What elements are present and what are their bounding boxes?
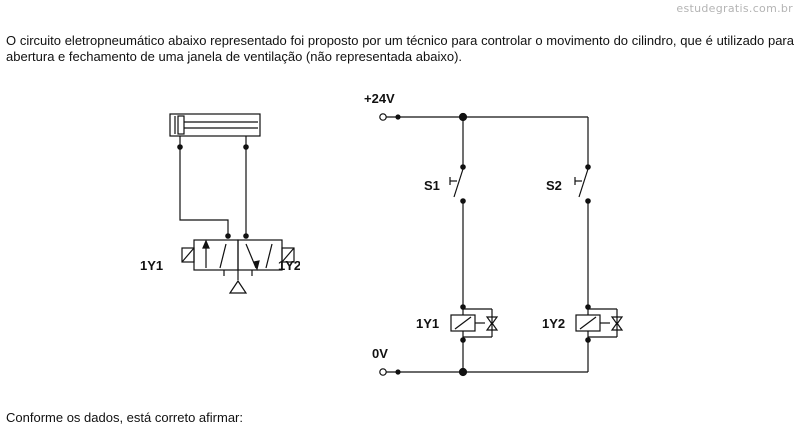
- cylinder-piston: [177, 115, 185, 135]
- label-0v: 0V: [372, 346, 388, 361]
- site-watermark: estudegratis.com.br: [676, 2, 793, 15]
- terminal-24v: [379, 113, 387, 121]
- label-24v: +24V: [364, 91, 395, 106]
- valve-solenoid-right: [281, 247, 295, 263]
- prompt-text: Conforme os dados, está correto afirmar:: [6, 410, 243, 425]
- valve-position-a: [193, 239, 239, 271]
- pneumatic-diagram: 1Y1 1Y2: [140, 113, 300, 294]
- pneumatic-label-1y2: 1Y2: [278, 258, 300, 273]
- label-coil-1y2: 1Y2: [542, 316, 565, 331]
- label-s2: S2: [546, 178, 562, 193]
- pressure-source: [228, 279, 248, 294]
- cylinder-body: [169, 113, 261, 137]
- electric-diagram: +24V 0V S1 S2 1Y1 1Y2: [364, 91, 624, 377]
- valve-position-b: [237, 239, 283, 271]
- valve-solenoid-left: [181, 247, 195, 263]
- terminal-0v: [379, 368, 387, 376]
- switch-s2-contact: [578, 168, 589, 198]
- pneumatic-label-1y1: 1Y1: [140, 258, 163, 273]
- label-s1: S1: [424, 178, 440, 193]
- switch-s1-contact: [453, 168, 464, 198]
- question-text: O circuito eletropneumático abaixo repre…: [6, 33, 794, 64]
- label-coil-1y1: 1Y1: [416, 316, 439, 331]
